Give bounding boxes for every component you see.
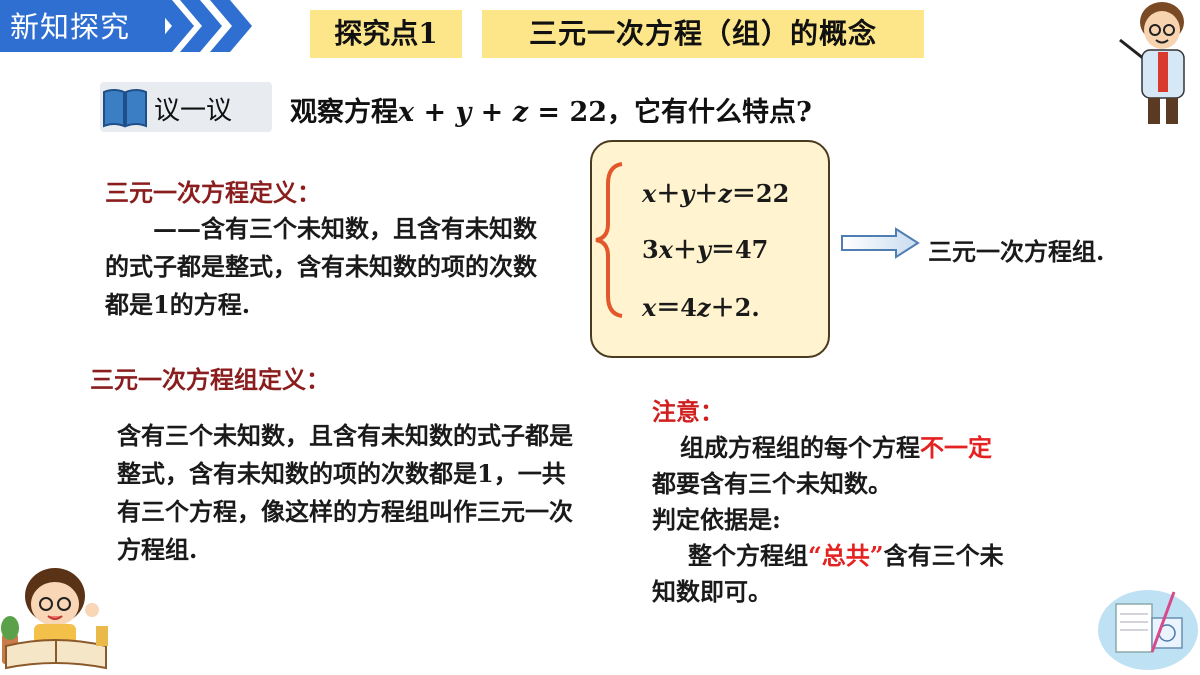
note-line-5: 知数即可。: [652, 577, 772, 606]
book-icon: [103, 89, 147, 128]
definition-1-title: 三元一次方程定义：: [105, 178, 321, 207]
right-arrow-icon: [841, 227, 920, 259]
system-result-text: 三元一次方程组.: [928, 237, 1105, 266]
equation-1: x＋y＋z＝22: [642, 179, 790, 208]
student-reading-illustration-icon: [1, 568, 108, 670]
discuss-label: 议一议: [154, 96, 233, 126]
equation-3: x＝4z＋2.: [642, 293, 760, 322]
math-tools-illustration-icon: [1098, 590, 1198, 670]
question-text: 观察方程x + y + z = 22，它有什么特点?: [290, 97, 812, 128]
note-title: 注意：: [652, 397, 724, 426]
topic-title: 三元一次方程（组）的概念: [482, 10, 924, 58]
chevron-arrows-icon: [150, 0, 252, 52]
equation-2: 3x＋y＝47: [642, 235, 769, 264]
note-line-2: 都要含有三个未知数。: [652, 469, 892, 498]
note-emphasis-2: “总共”: [808, 541, 884, 570]
definition-2-body: 含有三个未知数，且含有未知数的式子都是整式，含有未知数的项的次数都是1，一共有三…: [117, 421, 573, 564]
section-title: 新知探究: [10, 10, 131, 44]
point-tag: 探究点1: [310, 10, 462, 58]
section-header-bar: [0, 0, 165, 52]
note-line-1: 组成方程组的每个方程不一定: [680, 433, 992, 462]
teacher-illustration-icon: [1119, 2, 1185, 124]
equation-system-box: [590, 140, 830, 358]
definition-2-title: 三元一次方程组定义：: [90, 365, 330, 394]
note-emphasis-1: 不一定: [920, 433, 992, 462]
note-line-3: 判定依据是:: [652, 505, 781, 534]
definition-1-body: ——含有三个未知数，且含有未知数的式子都是整式，含有未知数的项的次数都是1的方程…: [105, 214, 537, 319]
left-brace-icon: [595, 162, 623, 318]
note-line-4: 整个方程组“总共”含有三个未: [688, 541, 1004, 570]
